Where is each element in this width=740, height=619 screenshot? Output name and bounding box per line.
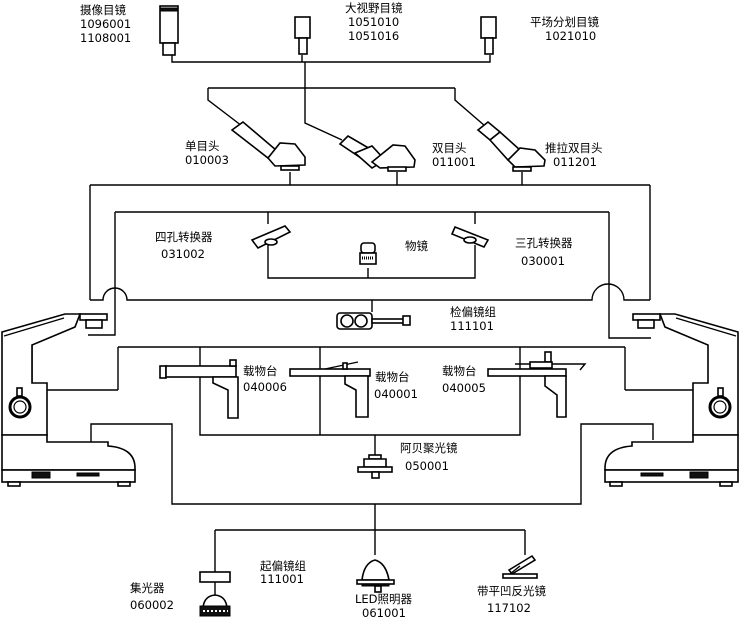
led-lamp-icon xyxy=(356,559,395,593)
code-concave-mirror: 117102 xyxy=(487,601,531,615)
graticule-eyepiece-icon xyxy=(480,16,497,55)
code-stage-a: 040006 xyxy=(243,380,287,394)
label-polarizer: 起偏镜组 xyxy=(260,559,306,573)
code-camera-eyepiece-2: 1108001 xyxy=(80,31,131,45)
label-stage-c: 载物台 xyxy=(442,364,477,378)
code-abbe-condenser: 050001 xyxy=(405,459,449,473)
label-graticule-eyepiece: 平场分划目镜 xyxy=(530,15,599,29)
label-concave-mirror: 带平凹反光镜 xyxy=(477,584,546,598)
objective-icon xyxy=(359,242,377,265)
label-stage-a: 载物台 xyxy=(243,364,278,378)
push-pull-binocular-head-icon xyxy=(476,120,546,172)
polarizer-icon xyxy=(199,571,231,583)
code-camera-eyepiece-1: 1096001 xyxy=(80,17,131,31)
code-collector: 060002 xyxy=(130,598,174,612)
triple-nosepiece-icon xyxy=(450,225,490,249)
collector-icon xyxy=(199,594,231,617)
label-camera-eyepiece: 摄像目镜 xyxy=(80,3,126,17)
code-stage-c: 040005 xyxy=(442,381,486,395)
quad-nosepiece-icon xyxy=(250,225,292,250)
label-push-pull-head: 推拉双目头 xyxy=(545,141,603,155)
stage-a-icon xyxy=(159,359,239,419)
code-monocular-head: 010003 xyxy=(185,153,229,167)
label-led-illuminator: LED照明器 xyxy=(355,592,413,606)
stage-b-icon xyxy=(289,361,371,418)
wide-field-eyepiece-icon xyxy=(294,16,311,55)
abbe-condenser-icon xyxy=(357,454,393,479)
stage-c-icon xyxy=(487,351,587,418)
microscope-stand-left-icon xyxy=(1,313,136,487)
monocular-head-icon xyxy=(230,120,306,171)
binocular-head-icon xyxy=(338,134,416,172)
label-analyzer: 检偏镜组 xyxy=(450,305,496,319)
code-polarizer: 111001 xyxy=(260,572,304,586)
label-binocular-head: 双目头 xyxy=(432,141,467,155)
label-quad-nosepiece: 四孔转换器 xyxy=(155,230,213,244)
code-triple-nosepiece: 030001 xyxy=(521,254,565,268)
labels: 摄像目镜 1096001 1108001 大视野目镜 1051010 10510… xyxy=(80,1,603,619)
camera-eyepiece-icon xyxy=(159,5,179,56)
mirror-icon xyxy=(502,554,538,579)
code-quad-nosepiece: 031002 xyxy=(161,247,205,261)
code-wide-field-1: 1051010 xyxy=(348,15,399,29)
code-binocular-head: 011001 xyxy=(432,155,476,169)
label-abbe-condenser: 阿贝聚光镜 xyxy=(400,441,458,455)
label-monocular-head: 单目头 xyxy=(185,139,220,153)
analyzer-icon xyxy=(336,312,411,330)
label-stage-b: 载物台 xyxy=(375,370,410,384)
label-objective: 物镜 xyxy=(405,239,428,253)
label-collector: 集光器 xyxy=(130,581,165,595)
label-wide-field-eyepiece: 大视野目镜 xyxy=(345,1,403,15)
code-graticule: 1021010 xyxy=(545,29,596,43)
label-triple-nosepiece: 三孔转换器 xyxy=(515,236,573,250)
code-push-pull-head: 011201 xyxy=(553,155,597,169)
code-stage-b: 040001 xyxy=(374,387,418,401)
code-led-illuminator: 061001 xyxy=(362,606,406,619)
code-wide-field-2: 1051016 xyxy=(348,29,399,43)
microscope-stand-right-icon xyxy=(603,312,740,488)
code-analyzer: 111101 xyxy=(450,319,494,333)
